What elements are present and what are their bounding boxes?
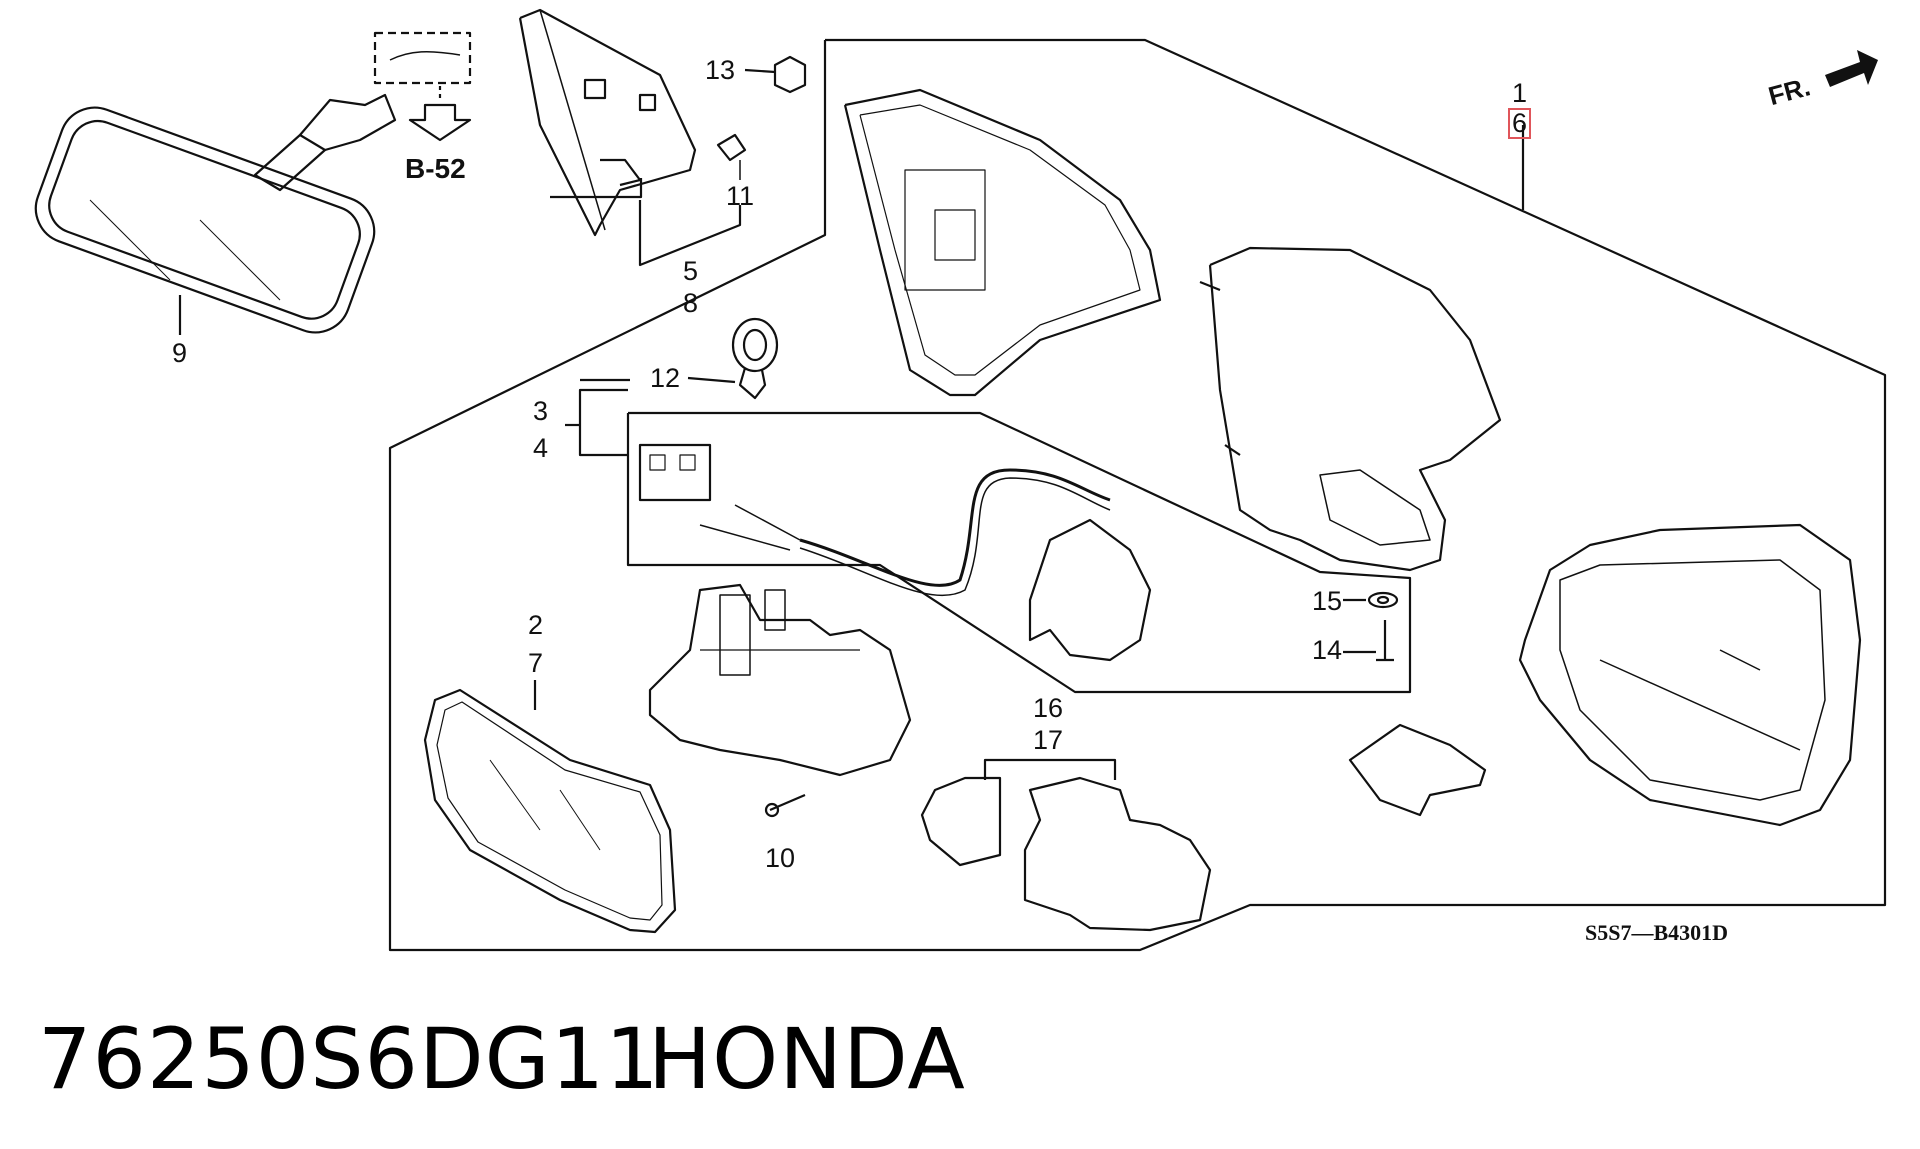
callout-15: 15 (1312, 586, 1343, 616)
front-direction-arrow-icon (1825, 50, 1878, 87)
callout-9: 9 (172, 338, 188, 368)
cover-16-17 (920, 776, 1212, 932)
callout-10: 10 (765, 843, 796, 873)
clamp-12 (731, 317, 779, 400)
b52-reference[interactable]: B-52 (405, 153, 466, 184)
power-unit (648, 583, 912, 777)
harness-wire (799, 468, 1111, 587)
rearview-mirror (34, 93, 397, 335)
down-arrow-icon (408, 103, 472, 142)
callout-1: 1 (1512, 78, 1528, 108)
mirror-cover-body (1199, 246, 1502, 572)
actuator-motor (1028, 518, 1152, 662)
callout-12: 12 (650, 363, 681, 393)
cap-bracket (1348, 723, 1487, 817)
clip-11 (716, 133, 747, 162)
part-number: 76250S6DG11 (38, 1010, 660, 1108)
diagram-code: S5S7—B4301D (1585, 920, 1729, 945)
callout-17: 17 (1033, 725, 1064, 755)
brand-name: HONDA (648, 1010, 966, 1108)
callout-11: 11 (726, 181, 755, 211)
garnish-panel (518, 8, 697, 237)
connector (638, 443, 801, 551)
callout-3: 3 (533, 396, 549, 426)
mirror-base (843, 88, 1162, 397)
mirror-glass (423, 688, 677, 934)
callout-2: 2 (528, 610, 544, 640)
callout-13: 13 (705, 55, 736, 85)
callout-14: 14 (1312, 635, 1343, 665)
washer-15 (1367, 591, 1399, 609)
harness-bracket (626, 411, 1412, 694)
callout-4: 4 (533, 433, 549, 463)
skull-cap (1518, 523, 1862, 827)
assembly-bracket (388, 38, 1887, 952)
screw-14 (1376, 620, 1394, 662)
front-label: FR. (1765, 71, 1813, 111)
callout-5: 5 (683, 256, 699, 286)
callout-8: 8 (683, 288, 699, 318)
callout-6-highlighted[interactable]: 6 (1508, 108, 1532, 139)
nut-13 (773, 55, 807, 94)
callout-16: 16 (1033, 693, 1064, 723)
callout-7: 7 (528, 648, 544, 678)
screw-10 (769, 793, 806, 812)
b52-ref-box (373, 31, 472, 85)
